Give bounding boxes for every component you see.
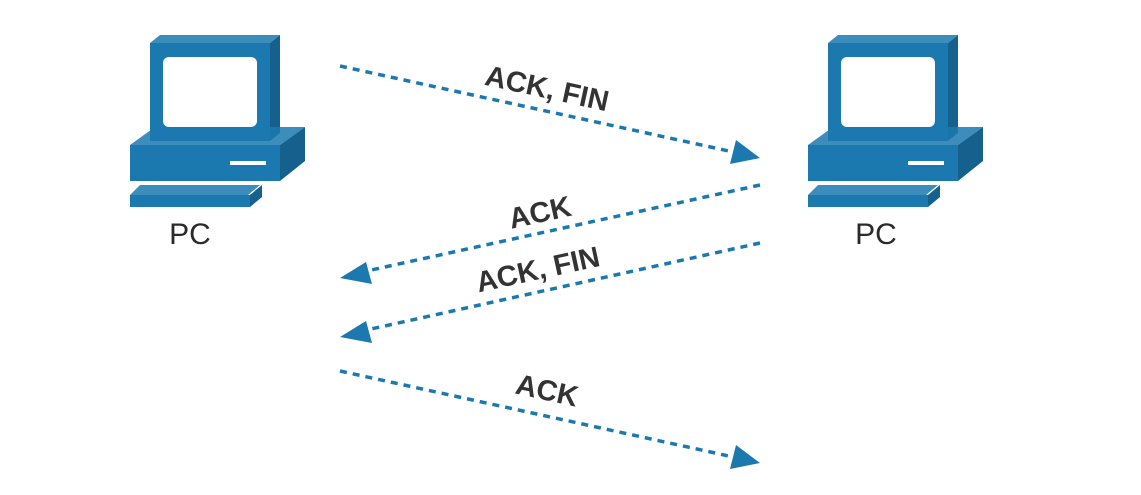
node-label-left: PC <box>169 218 211 251</box>
pc-icon <box>130 35 305 207</box>
message-arrow-1: ACK, FIN <box>339 60 760 164</box>
arrow-line <box>361 241 761 333</box>
right-pc-node: PC <box>808 35 983 251</box>
arrow-head <box>340 321 372 343</box>
message-arrow-4: ACK <box>339 369 760 469</box>
arrow-line <box>339 369 739 460</box>
pc-icon <box>808 35 983 207</box>
message-arrow-3: ACK, FIN <box>340 241 761 343</box>
node-label-right: PC <box>855 218 897 251</box>
arrow-head <box>340 262 372 284</box>
arrow-head <box>730 140 760 164</box>
arrow-head <box>730 445 760 469</box>
arrow-line <box>339 64 739 155</box>
message-label-4: ACK <box>513 369 581 414</box>
left-pc-node: PC <box>130 35 305 251</box>
arrow-line <box>361 183 761 274</box>
